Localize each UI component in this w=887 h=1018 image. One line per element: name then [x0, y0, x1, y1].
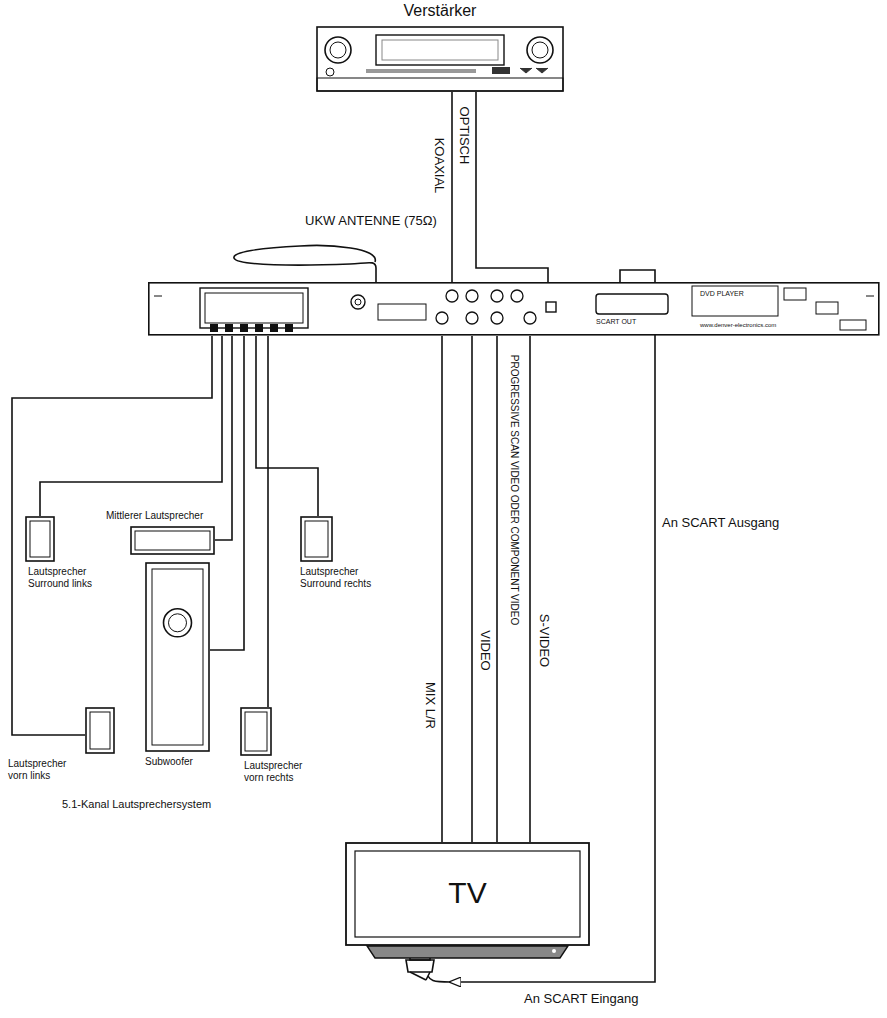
panel-label: DVD PLAYER: [700, 290, 780, 298]
speaker-drawing: [300, 516, 333, 562]
scart-plug: [406, 960, 434, 972]
cable: [476, 92, 548, 282]
cable: [451, 92, 453, 282]
speaker: Lautsprecher Surround rechts: [298, 516, 393, 598]
speaker: Lautsprecher vorn links: [6, 707, 118, 787]
antenna-label: UKW ANTENNE (75Ω): [305, 214, 437, 228]
center-speaker: Mittlerer Lautsprecher: [104, 510, 222, 556]
speaker-label: Mittlerer Lautsprecher: [106, 510, 222, 522]
speaker-label: Lautsprecher Surround links: [28, 566, 113, 589]
cable-label: MIX L/R: [424, 682, 437, 729]
cable-label: OPTISCH: [458, 106, 471, 164]
scart-plug-grip: [410, 972, 430, 980]
cable: [210, 336, 244, 650]
cable: [267, 336, 269, 707]
speaker-label: Subwoofer: [145, 756, 220, 768]
callout-label: An SCART Ausgang: [662, 516, 779, 530]
speaker-drawing: [240, 707, 272, 756]
speaker: Lautsprecher Surround links: [20, 516, 115, 596]
speaker-drawing: [25, 516, 55, 562]
tv-label: TV: [345, 876, 590, 911]
speaker-label: Lautsprecher vorn rechts: [244, 760, 324, 783]
system-label: 5.1-Kanal Lautsprechersystem: [62, 798, 211, 810]
speaker-outline: [300, 516, 333, 562]
panel-url: www.denver-electronics.com: [700, 322, 840, 329]
center-speaker-outline: [130, 526, 215, 555]
cable-label: S-VIDEO: [539, 613, 552, 666]
speaker-drawing: [85, 707, 115, 754]
tv: TV: [345, 842, 590, 958]
cable: [529, 336, 531, 842]
cable-label: VIDEO: [479, 630, 492, 670]
speaker-outline: [240, 707, 272, 756]
cable: [496, 336, 498, 842]
speaker-label: Lautsprecher vorn links: [8, 758, 83, 781]
cable: [40, 336, 222, 516]
subwoofer-drawing: [145, 562, 210, 752]
speaker-outline: [25, 516, 55, 562]
center-speaker-drawing: [130, 526, 215, 555]
subwoofer: Subwoofer: [140, 562, 220, 772]
cable-label: PROGRESSIVE SCAN VIDEO ODER COMPONENT VI…: [509, 355, 519, 625]
cable: [256, 336, 318, 516]
amplifier-title: Verstärker: [310, 2, 570, 20]
callout-label: An SCART Eingang: [524, 992, 638, 1006]
amp-outline: [316, 26, 564, 92]
cable: [471, 336, 473, 842]
cable: [441, 336, 443, 842]
speaker: Lautsprecher vorn rechts: [238, 707, 326, 793]
port-label: SCART OUT: [596, 318, 676, 326]
subwoofer-outline: [145, 562, 210, 752]
speaker-outline: [85, 707, 115, 754]
amp-drawing: [316, 26, 564, 92]
scart-cable: [428, 976, 450, 982]
dvd-rear-panel: DVD PLAYER SCART OUT www.denver-electronic…: [148, 282, 880, 336]
amp: Verstärker: [310, 0, 570, 96]
speaker-label: Lautsprecher Surround rechts: [300, 566, 390, 589]
cable: [215, 336, 232, 540]
cable-label: KOAXIAL: [433, 137, 446, 193]
